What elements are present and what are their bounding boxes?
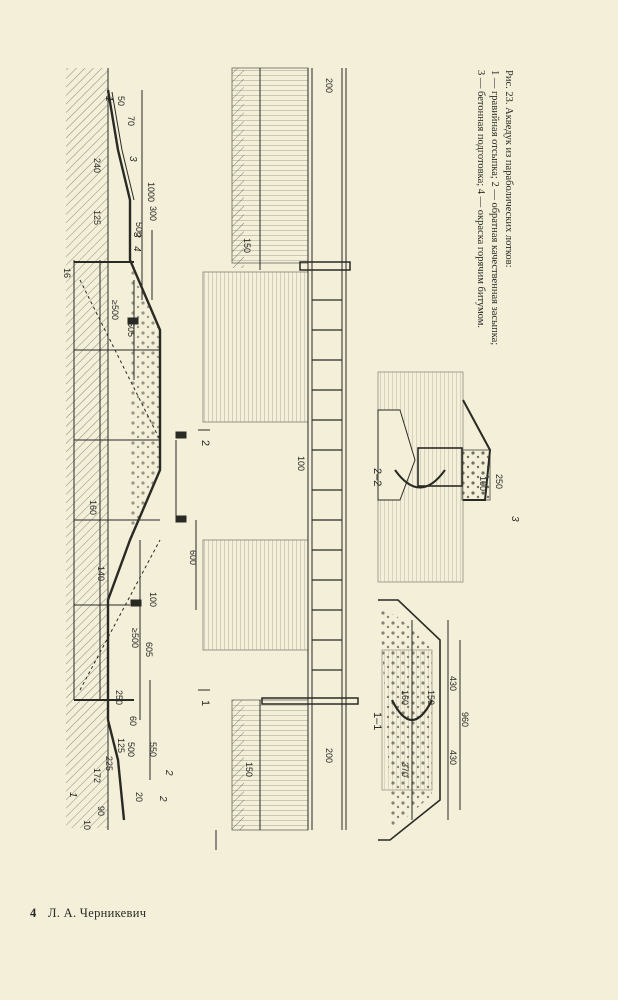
- section-labels: 2–2 1–1 1 2: [199, 440, 383, 730]
- dim-label: 20: [134, 792, 144, 802]
- callout-4: 4: [131, 246, 142, 252]
- dimension-labels: 50 70 240 1000 300 500 125 16 ≥500 605 1…: [62, 78, 504, 830]
- dim-label: 16: [62, 268, 72, 278]
- page-footer: 4 Л. А. Черникевич: [30, 906, 146, 921]
- dim-label: 500: [134, 222, 144, 237]
- cut-marker-2: 2: [199, 440, 211, 446]
- callout-numbers: 1 3 3 4 2 2 1 3: [67, 96, 520, 802]
- dim-label: 250: [114, 690, 124, 705]
- dim-label: 300: [148, 206, 158, 221]
- dim-label: 200: [324, 78, 334, 93]
- dim-label: 100: [148, 592, 158, 607]
- figure-caption: Рис. 23. Акведук из параболических лотко…: [455, 70, 515, 400]
- section-label-1-1: 1–1: [371, 712, 383, 730]
- callout-1-b: 1: [67, 792, 78, 798]
- dim-label: 605: [126, 322, 136, 337]
- section-label-2-2: 2–2: [371, 468, 383, 486]
- author-name: Л. А. Черникевич: [48, 906, 147, 920]
- dim-label: 125: [116, 738, 126, 753]
- caption-title: Рис. 23. Акведук из параболических лотко…: [503, 70, 514, 268]
- dim-label: 605: [144, 642, 154, 657]
- page-number: 4: [30, 906, 37, 920]
- dim-label: 370: [400, 762, 410, 777]
- section-2-2-drawing: [377, 371, 492, 583]
- dim-label: ≥500: [130, 628, 140, 648]
- dim-label: 100: [296, 456, 306, 471]
- caption-legend-line-1: 1 — гравийная отсыпка; 2 — обратная каче…: [489, 70, 500, 346]
- callout-2: 2: [157, 795, 168, 802]
- dim-label: 10: [82, 820, 92, 830]
- dim-label: 200: [324, 748, 334, 763]
- dim-label: 160: [400, 690, 410, 705]
- dim-label: ≥500: [110, 300, 120, 320]
- dim-label: 500: [126, 742, 136, 757]
- dim-label: 50: [116, 96, 126, 106]
- dim-label: 240: [92, 158, 102, 173]
- dim-label: 172: [92, 768, 102, 783]
- dim-label: 60: [128, 716, 138, 726]
- dim-label: 600: [188, 550, 198, 565]
- cut-marker-1: 1: [199, 700, 211, 706]
- callout-3-c: 3: [509, 516, 520, 522]
- dim-label: 430: [448, 750, 458, 765]
- callout-3: 3: [127, 156, 138, 162]
- dim-label: 150: [426, 690, 436, 705]
- section-1-1-drawing: [378, 599, 461, 841]
- callout-3-b: 3: [131, 232, 142, 238]
- dim-label: 250: [494, 474, 504, 489]
- callout-1: 1: [103, 96, 114, 102]
- dim-label: 150: [244, 762, 254, 777]
- plan-view: [198, 67, 359, 850]
- dim-label: 550: [148, 742, 158, 757]
- dim-label: 90: [96, 806, 106, 816]
- dim-label: 100: [478, 476, 488, 491]
- dim-label: 430: [448, 676, 458, 691]
- dim-label: 160: [88, 500, 98, 515]
- longitudinal-section: [66, 68, 197, 830]
- dim-label: 70: [126, 116, 136, 126]
- dim-label: 125: [92, 210, 102, 225]
- caption-legend-line-2: 3 — бетонная подготовка; 4 — окраска гор…: [475, 70, 486, 328]
- dim-label: 960: [460, 712, 470, 727]
- dim-label: 150: [242, 238, 252, 253]
- callout-2-b: 2: [163, 769, 174, 776]
- dim-label: 140: [96, 566, 106, 581]
- dim-label: 1000: [146, 182, 156, 202]
- dim-label: 225: [104, 756, 114, 771]
